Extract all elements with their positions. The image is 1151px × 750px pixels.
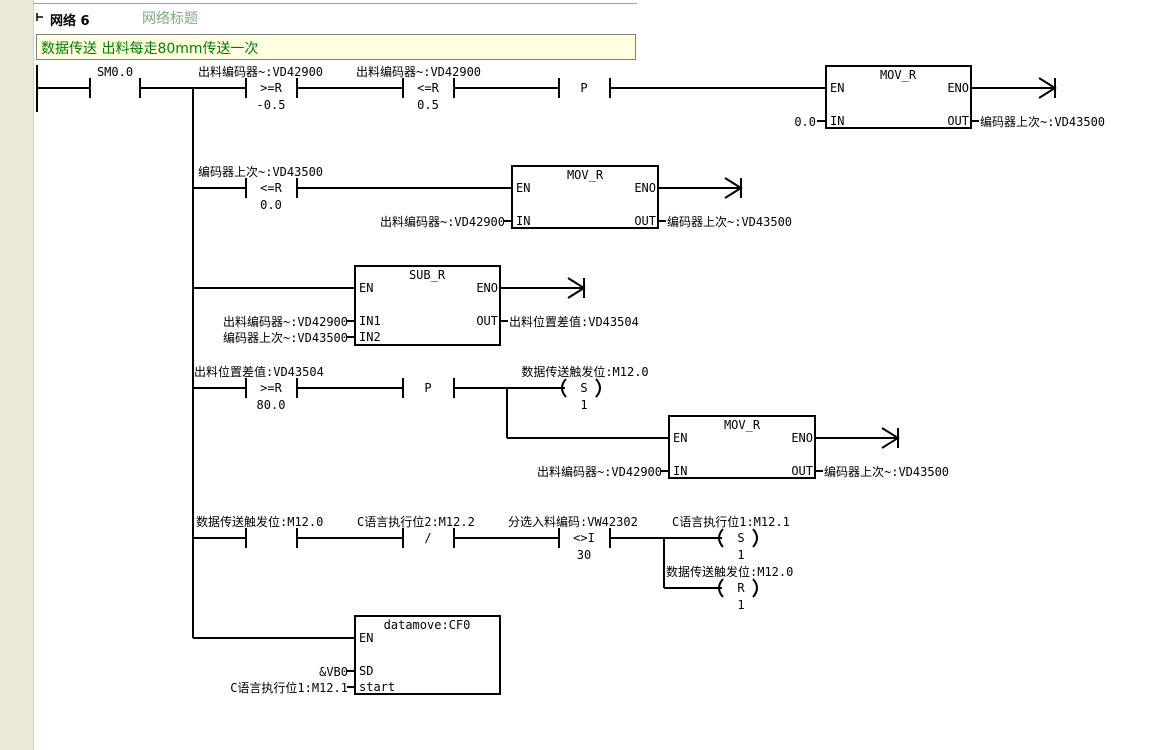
datamove-block-en: EN xyxy=(359,631,373,645)
datamove-block[interactable]: datamove:CF0 EN SD start xyxy=(354,615,501,695)
mov-r-block-1-out-value: 编码器上次~:VD43500 xyxy=(980,114,1105,129)
mov-r-block-2-name: MOV_R xyxy=(567,168,604,182)
datamove-block-sd-value: &VB0 xyxy=(319,665,348,679)
sub-r-block-name: SUB_R xyxy=(409,268,446,282)
compare-ge-r-4-value: 80.0 xyxy=(257,398,286,412)
mov-r-block-4-out-label: OUT xyxy=(791,464,813,478)
compare-ge-r-4-operand: 出料位置差值:VD43504 xyxy=(194,364,324,379)
compare-le-r-2-operand: 编码器上次~:VD43500 xyxy=(198,164,323,179)
mov-r-block-1-en: EN xyxy=(830,81,844,95)
mov-r-block-1-out-label: OUT xyxy=(947,114,969,128)
sub-r-block-in1-value: 出料编码器~:VD42900 xyxy=(223,314,348,329)
mov-r-block-4-en: EN xyxy=(673,431,687,445)
contact-m12-0-operand: 数据传送触发位:M12.0 xyxy=(196,514,323,529)
rung-6: datamove:CF0 EN SD start &VB0 C语言执行位1:M1… xyxy=(193,615,501,695)
sub-r-block-en: EN xyxy=(359,281,373,295)
datamove-block-name: datamove:CF0 xyxy=(384,618,471,632)
mov-r-block-2-en: EN xyxy=(516,181,530,195)
sub-r-block-out-value: 出料位置差值:VD43504 xyxy=(509,314,639,329)
mov-r-block-2-in-value: 出料编码器~:VD42900 xyxy=(380,214,505,229)
output-arrow-4 xyxy=(881,427,900,449)
left-gutter xyxy=(0,0,34,750)
mov-r-block-4-name: MOV_R xyxy=(724,418,761,432)
set-coil-4-count: 1 xyxy=(580,398,587,412)
network-label: 网络 6 xyxy=(50,14,90,29)
compare-ne-i-5-operand: 分选入料编码:VW42302 xyxy=(508,514,638,529)
mov-r-block-2-in-label: IN xyxy=(516,214,530,228)
reset-coil-5-count: 1 xyxy=(737,598,744,612)
contact-not-m12-2-symbol: / xyxy=(424,531,431,545)
set-coil-4[interactable] xyxy=(561,378,601,398)
mov-r-block-4[interactable]: MOV_R EN ENO IN OUT xyxy=(668,415,816,479)
compare-le-r-1-op: <=R xyxy=(417,81,439,95)
reset-coil-5-type: R xyxy=(737,581,745,595)
sub-r-block-in1-label: IN1 xyxy=(359,314,381,328)
output-arrow-1 xyxy=(1038,77,1057,99)
edge-p-4-label: P xyxy=(424,381,431,395)
mov-r-block-1-in-value: 0.0 xyxy=(794,115,816,129)
sub-r-block-eno: ENO xyxy=(476,281,498,295)
reset-coil-5-operand: 数据传送触发位:M12.0 xyxy=(666,564,793,579)
contact-not-m12-2-operand: C语言执行位2:M12.2 xyxy=(357,514,475,529)
rung-5: 数据传送触发位:M12.0 C语言执行位2:M12.2 / 分选入料编码:VW4… xyxy=(193,514,793,612)
compare-ge-r-1-op: >=R xyxy=(260,81,282,95)
mov-r-block-1-in-label: IN xyxy=(830,114,844,128)
compare-le-r-2-value: 0.0 xyxy=(260,198,282,212)
set-coil-5-count: 1 xyxy=(737,548,744,562)
mov-r-block-4-in-label: IN xyxy=(673,464,687,478)
network-title[interactable]: 网络标题 xyxy=(142,11,198,27)
mov-r-block-2[interactable]: MOV_R EN ENO IN OUT xyxy=(511,165,659,229)
rung-1: SM0.0 出料编码器~:VD42900 >=R -0.5 出料编码器~:VD4… xyxy=(37,64,1105,129)
sub-r-block-in2-label: IN2 xyxy=(359,330,381,344)
compare-ne-i-5-op: <>I xyxy=(573,531,595,545)
sub-r-block-in2-value: 编码器上次~:VD43500 xyxy=(223,330,348,345)
compare-ge-r-1-value: -0.5 xyxy=(257,98,286,112)
mov-r-block-2-out-label: OUT xyxy=(634,214,656,228)
output-arrow-3 xyxy=(567,277,586,299)
datamove-block-start-value: C语言执行位1:M12.1 xyxy=(230,680,348,695)
mov-r-block-1-eno: ENO xyxy=(947,81,969,95)
network-comment-box[interactable]: 数据传送 出料每走80mm传送一次 xyxy=(36,34,636,60)
rung-3: SUB_R EN ENO IN1 IN2 OUT 出料编码器~:VD42900 … xyxy=(193,265,639,346)
datamove-block-start-label: start xyxy=(359,680,395,694)
compare-le-r-2-op: <=R xyxy=(260,181,282,195)
contact-m12-0[interactable] xyxy=(245,528,298,548)
edge-p-1-label: P xyxy=(580,81,587,95)
collapse-icon[interactable] xyxy=(36,12,46,22)
set-coil-5-type: S xyxy=(737,531,744,545)
rung-2: 编码器上次~:VD43500 <=R 0.0 MOV_R EN ENO IN O… xyxy=(193,164,792,229)
contact-sm0-0[interactable] xyxy=(89,78,141,98)
network-separator xyxy=(33,0,637,4)
set-coil-4-operand: 数据传送触发位:M12.0 xyxy=(521,364,648,379)
compare-ge-r-1-operand: 出料编码器~:VD42900 xyxy=(198,64,323,79)
mov-r-block-2-out-value: 编码器上次~:VD43500 xyxy=(667,214,792,229)
sub-r-block-out-label: OUT xyxy=(476,314,498,328)
contact-sm0-0-label: SM0.0 xyxy=(97,65,133,79)
compare-ne-i-5-value: 30 xyxy=(577,548,591,562)
output-arrow-2 xyxy=(724,177,743,199)
compare-ge-r-4-op: >=R xyxy=(260,381,282,395)
network-comment: 数据传送 出料每走80mm传送一次 xyxy=(41,41,259,57)
datamove-block-sd-label: SD xyxy=(359,664,373,678)
mov-r-block-4-in-value: 出料编码器~:VD42900 xyxy=(537,464,662,479)
compare-le-r-1-operand: 出料编码器~:VD42900 xyxy=(356,64,481,79)
reset-coil-5[interactable] xyxy=(718,578,758,598)
sub-r-block[interactable]: SUB_R EN ENO IN1 IN2 OUT xyxy=(354,265,501,346)
mov-r-block-4-eno: ENO xyxy=(791,431,813,445)
compare-le-r-1-value: 0.5 xyxy=(417,98,439,112)
rung-4: 出料位置差值:VD43504 >=R 80.0 P 数据传送触发位:M12.0 … xyxy=(193,364,949,479)
set-coil-4-type: S xyxy=(580,381,587,395)
mov-r-block-4-out-value: 编码器上次~:VD43500 xyxy=(824,464,949,479)
mov-r-block-1-name: MOV_R xyxy=(880,68,917,82)
mov-r-block-1[interactable]: MOV_R EN ENO IN OUT xyxy=(825,65,972,129)
set-coil-5-operand: C语言执行位1:M12.1 xyxy=(672,514,790,529)
mov-r-block-2-eno: ENO xyxy=(634,181,656,195)
set-coil-5[interactable] xyxy=(718,528,758,548)
